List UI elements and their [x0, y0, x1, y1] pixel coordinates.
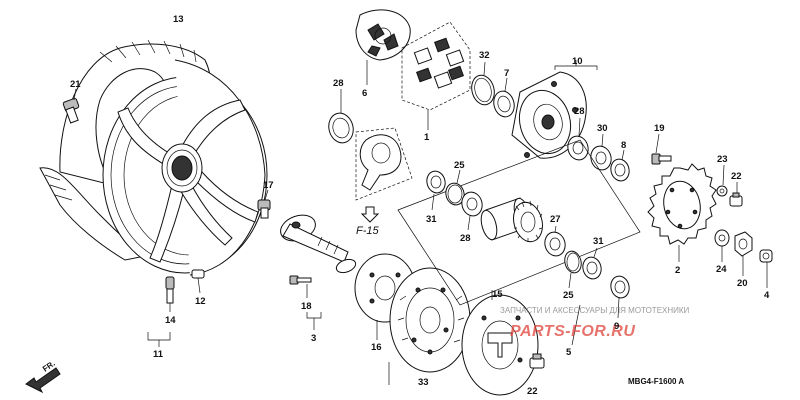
damper-rubbers-group — [401, 21, 471, 111]
callout-16: 16 — [371, 342, 382, 353]
watermark-brand: PARTS-FOR.RU — [510, 323, 635, 340]
part-8-collar — [610, 158, 630, 182]
callout-5: 5 — [566, 347, 572, 358]
callout-22-bottom: 22 — [527, 386, 538, 397]
diagram-code: MBG4-F1600 A — [628, 377, 684, 386]
part-33-brake-disc — [389, 267, 471, 373]
callout-20: 20 — [737, 278, 748, 289]
callout-8: 8 — [621, 140, 626, 151]
callout-7: 7 — [504, 68, 509, 79]
part-7-seal — [493, 90, 515, 118]
part-22-nut — [529, 353, 545, 369]
callout-31-right: 31 — [593, 236, 604, 247]
callout-27: 27 — [550, 214, 561, 225]
callout-18: 18 — [301, 301, 312, 312]
callout-24: 24 — [716, 264, 727, 275]
part-23-washer — [716, 185, 728, 197]
part-24-washer — [714, 229, 730, 247]
part-6-damper-holder — [355, 9, 411, 61]
part-12-weight — [191, 269, 205, 279]
callout-6: 6 — [362, 88, 367, 99]
callout-1: 1 — [424, 132, 430, 143]
part-27-bearing — [544, 231, 566, 257]
part-32-circlip — [471, 74, 495, 106]
callout-12: 12 — [195, 296, 206, 307]
part-4-cotter — [759, 249, 773, 263]
part-22-nut-b — [729, 192, 743, 207]
callout-28-flange: 28 — [574, 106, 585, 117]
callout-17: 17 — [263, 180, 274, 191]
part-18-bolt — [289, 275, 312, 285]
part-25-circlip-b — [564, 250, 582, 274]
watermark-tagline: ЗАПЧАСТИ И АКСЕССУАРЫ ДЛЯ МОТОТЕХНИКИ — [500, 306, 690, 315]
callout-9: 9 — [614, 321, 619, 332]
part-31-seal-a — [426, 170, 446, 194]
reference-f15: F-15 — [356, 225, 380, 237]
callout-32: 32 — [479, 50, 490, 61]
caliper-bracket-ref — [355, 127, 413, 201]
part-31-seal-b — [582, 256, 602, 280]
part-3-axle-flange — [280, 214, 357, 274]
callout-3: 3 — [311, 333, 316, 344]
hub-internals-group — [397, 139, 641, 306]
callout-2: 2 — [675, 265, 680, 276]
watermark: PARTS-FOR.RU ЗАПЧАСТИ И АКСЕССУАРЫ ДЛЯ М… — [500, 306, 690, 340]
callout-11: 11 — [153, 349, 164, 360]
part-2-driven-sprocket — [647, 163, 717, 245]
callout-28-hub: 28 — [460, 233, 471, 244]
part-10-final-driven-flange — [511, 71, 587, 159]
wheel-rim — [102, 59, 268, 276]
callout-25-lower: 25 — [563, 290, 574, 301]
callout-30: 30 — [597, 123, 608, 134]
part-21-bolt — [62, 97, 80, 124]
callout-10: 10 — [572, 56, 583, 67]
callout-23: 23 — [717, 154, 728, 165]
part-20-nut — [734, 231, 753, 257]
part-25-circlip-a — [445, 182, 465, 206]
callout-19: 19 — [654, 123, 665, 134]
part-19-stud — [651, 153, 672, 165]
callout-15: 15 — [492, 289, 503, 300]
callout-14: 14 — [165, 315, 176, 326]
callout-13: 13 — [173, 14, 184, 25]
front-direction-arrow — [25, 367, 61, 394]
part-28-seal — [328, 112, 354, 144]
callout-25-upper: 25 — [454, 160, 465, 171]
callout-22-right: 22 — [731, 171, 742, 182]
part-28-bearing-a — [461, 191, 483, 217]
callout-labels: 13 21 17 12 14 11 18 3 16 33 15 22 6 28 … — [70, 14, 770, 397]
part-bearing — [567, 135, 589, 161]
part-spline-hub — [513, 200, 543, 243]
part-15-disc-plate — [461, 294, 539, 396]
callout-31-left: 31 — [426, 214, 437, 225]
callout-4: 4 — [764, 290, 770, 301]
part-14-valve — [165, 276, 175, 304]
callout-33: 33 — [418, 377, 429, 388]
callout-28-top: 28 — [333, 78, 344, 89]
part-17-bolt — [257, 199, 271, 219]
part-9-collar — [610, 275, 630, 299]
callout-21: 21 — [70, 79, 81, 90]
